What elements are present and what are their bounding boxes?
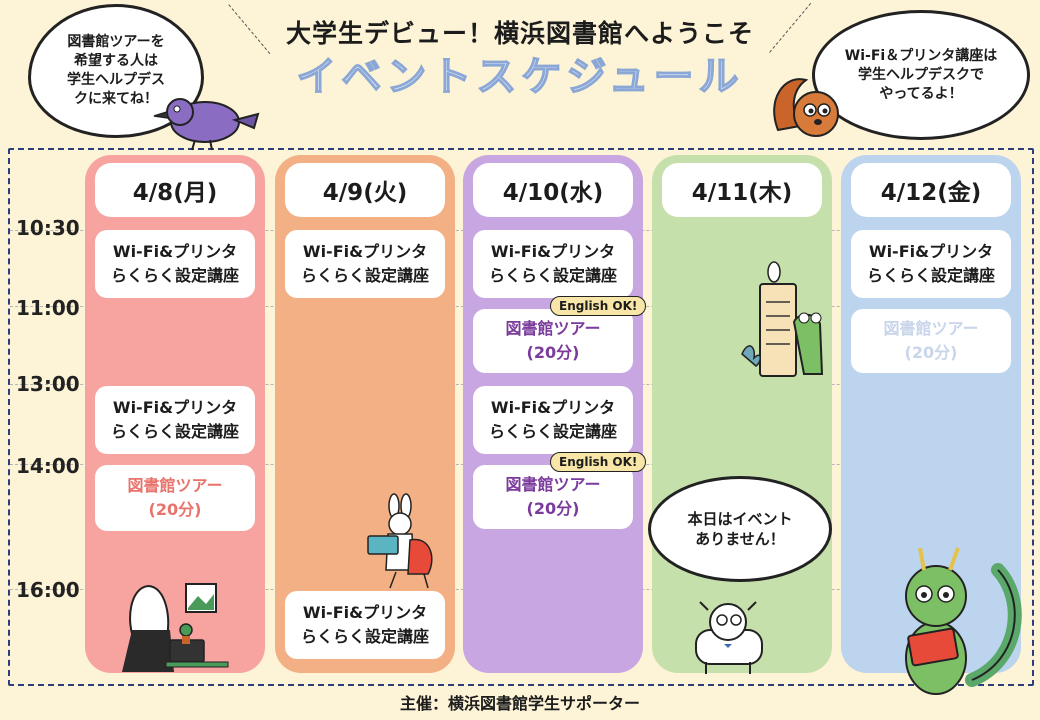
frog-icon (741, 261, 824, 377)
day-column-fri: 4/12(金) Wi-Fi&プリンタ らくらく設定講座 図書館ツアー (20分) (841, 155, 1021, 673)
footer-organizer: 主催：横浜図書館学生サポーター (399, 694, 640, 713)
page-title: 大学生デビュー！横浜図書館へようこそ (285, 19, 754, 48)
bunny-laptop-icon (367, 493, 433, 589)
day-column-tue: 4/9(火) Wi-Fi&プリンタ らくらく設定講座 Wi-Fi&プリンタ らく… (275, 155, 455, 673)
page-subtitle: イベントスケジュール (296, 53, 744, 101)
girl-desk-icon (122, 583, 229, 672)
wifi-event-card[interactable]: Wi-Fi&プリンタ らくらく設定講座 (95, 230, 255, 298)
day-column-wed: 4/10(水) Wi-Fi&プリンタ らくらく設定講座 図書館ツアー (20分)… (463, 155, 643, 673)
day-column-mon: 4/8(月) Wi-Fi&プリンタ らくらく設定講座 Wi-Fi&プリンタ らく… (85, 155, 265, 673)
wifi-event-card[interactable]: Wi-Fi&プリンタ らくらく設定講座 (473, 386, 633, 454)
dragon-icon (905, 547, 1022, 695)
time-label: 11:00 (16, 296, 80, 320)
wifi-event-card[interactable]: Wi-Fi&プリンタ らくらく設定講座 (285, 591, 445, 659)
tour-event-card[interactable]: 図書館ツアー (20分) (473, 309, 633, 373)
day-header-tue: 4/9(火) (285, 163, 445, 217)
tour-event-card[interactable]: 図書館ツアー (20分) (95, 465, 255, 531)
day-header-wed: 4/10(水) (473, 163, 633, 217)
english-ok-badge: English OK! (550, 452, 647, 472)
time-label: 14:00 (16, 454, 80, 478)
day-header-fri: 4/12(金) (851, 163, 1011, 217)
day-column-thu: 4/11(木) (652, 155, 832, 673)
tour-event-card[interactable]: 図書館ツアー (20分) (851, 309, 1011, 373)
speech-bubble-thursday: 本日はイベント ありません！ (648, 476, 832, 582)
time-label: 16:00 (16, 578, 80, 602)
speech-bubble-right: Wi-Fi＆プリンタ講座は 学生ヘルプデスクで やってるよ！ (812, 10, 1030, 140)
english-ok-badge: English OK! (550, 296, 647, 316)
wifi-event-card[interactable]: Wi-Fi&プリンタ らくらく設定講座 (473, 230, 633, 298)
tour-event-card[interactable]: 図書館ツアー (20分) (473, 465, 633, 529)
wifi-event-card[interactable]: Wi-Fi&プリンタ らくらく設定講座 (851, 230, 1011, 298)
wifi-event-card[interactable]: Wi-Fi&プリンタ らくらく設定講座 (285, 230, 445, 298)
day-header-thu: 4/11(木) (662, 163, 822, 217)
cow-icon (695, 601, 763, 674)
squirrel-icon (773, 78, 839, 137)
time-label: 10:30 (16, 216, 80, 240)
crow-icon (153, 98, 260, 151)
time-label: 13:00 (16, 372, 80, 396)
day-header-mon: 4/8(月) (95, 163, 255, 217)
wifi-event-card[interactable]: Wi-Fi&プリンタ らくらく設定講座 (95, 386, 255, 454)
